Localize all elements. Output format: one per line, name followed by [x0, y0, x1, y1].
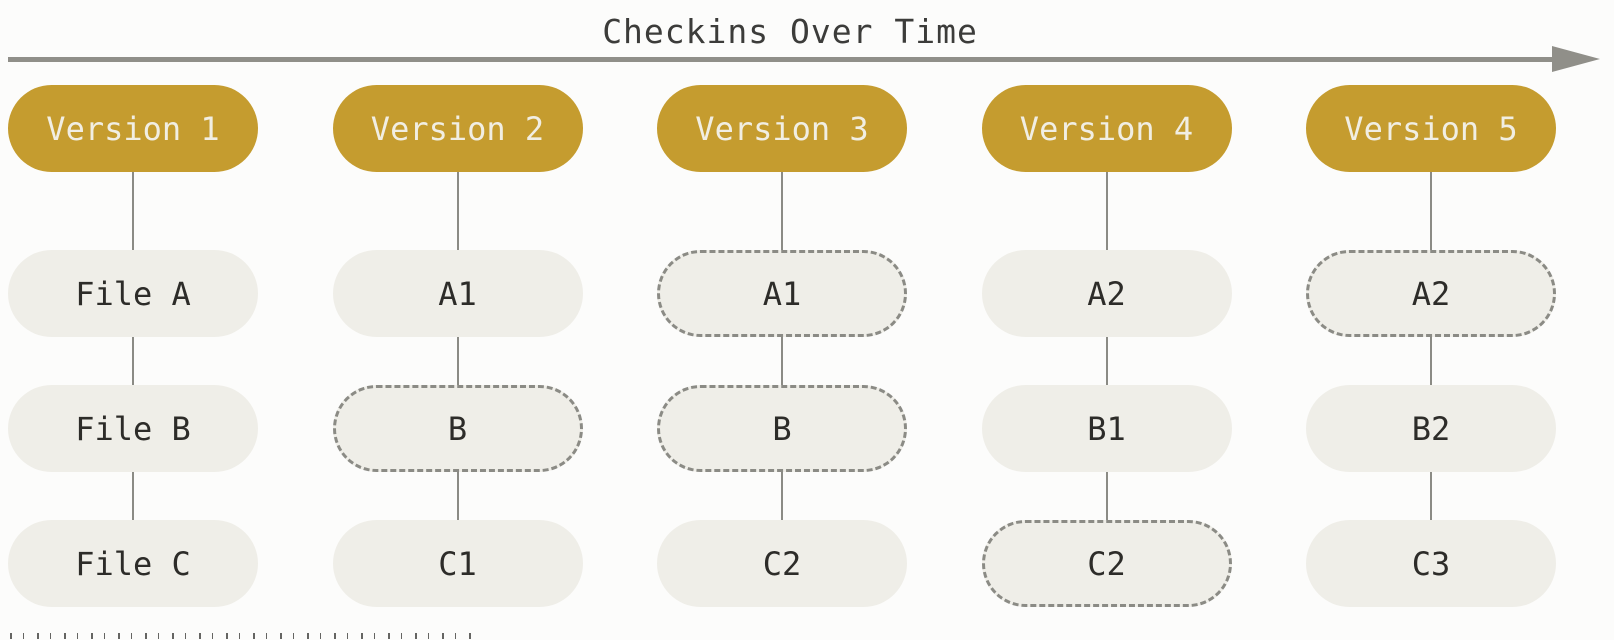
connector-line [1430, 337, 1432, 385]
connector-line [456, 172, 459, 250]
file-pill: C3 [1306, 520, 1556, 607]
connector-line [781, 337, 783, 385]
connector-line [781, 172, 783, 250]
file-pill: C1 [332, 520, 583, 607]
connector-line [132, 172, 134, 250]
file-pill-dashed: A1 [657, 250, 907, 337]
connector-line [456, 337, 459, 385]
connector-line [781, 472, 783, 520]
file-pill: C2 [657, 520, 907, 607]
file-pill-dashed: B [332, 385, 583, 472]
version-pill: Version 4 [981, 85, 1232, 172]
timeline-arrowhead-icon [1552, 46, 1600, 72]
connector-line [132, 472, 134, 520]
connector-line [1430, 172, 1432, 250]
timeline-arrow-line [8, 57, 1556, 62]
version-pill: Version 2 [332, 85, 583, 172]
file-pill: File C [8, 520, 258, 607]
file-pill: File B [8, 385, 258, 472]
connector-line [132, 337, 134, 385]
file-pill: A1 [332, 250, 583, 337]
file-pill-dashed: A2 [1306, 250, 1556, 337]
connector-line [456, 472, 459, 520]
file-pill: File A [8, 250, 258, 337]
file-pill: B1 [981, 385, 1232, 472]
version-column: Version 1 File A File B File C [8, 85, 258, 607]
connector-line [1105, 172, 1108, 250]
version-pill: Version 5 [1306, 85, 1556, 172]
file-pill: B2 [1306, 385, 1556, 472]
file-pill-dashed: B [657, 385, 907, 472]
caption-cropped-text [10, 633, 475, 639]
file-pill-dashed: C2 [981, 520, 1232, 607]
connector-line [1105, 472, 1108, 520]
connector-line [1105, 337, 1108, 385]
diagram-title: Checkins Over Time [602, 12, 978, 51]
connector-line [1430, 472, 1432, 520]
file-pill: A2 [981, 250, 1232, 337]
version-pill: Version 1 [8, 85, 258, 172]
version-pill: Version 3 [657, 85, 907, 172]
